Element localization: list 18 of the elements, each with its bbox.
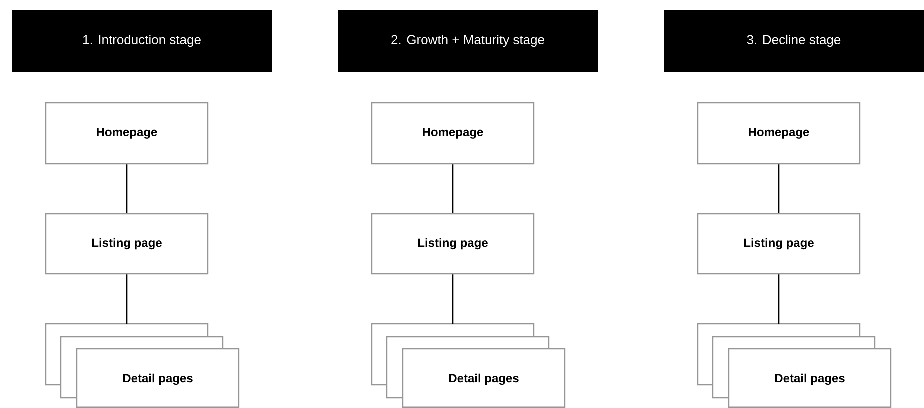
page-box: Listing page xyxy=(45,213,209,275)
connector-line xyxy=(778,274,780,324)
stage-header: 2. Growth + Maturity stage xyxy=(338,10,598,72)
page-box: Homepage xyxy=(371,102,535,165)
connector-line xyxy=(778,164,780,214)
connector-line xyxy=(452,274,454,324)
stage-header: 3. Decline stage xyxy=(664,10,924,72)
connector-line xyxy=(452,164,454,214)
page-box: Listing page xyxy=(697,213,861,275)
connector-line xyxy=(126,164,128,214)
page-box: Homepage xyxy=(697,102,861,165)
page-box: Listing page xyxy=(371,213,535,275)
page-stack: Detail pages xyxy=(697,323,892,408)
stage-header: 1. Introduction stage xyxy=(12,10,272,72)
page-stack: Detail pages xyxy=(371,323,566,408)
page-box: Homepage xyxy=(45,102,209,165)
connector-line xyxy=(126,274,128,324)
page-stack: Detail pages xyxy=(45,323,240,408)
